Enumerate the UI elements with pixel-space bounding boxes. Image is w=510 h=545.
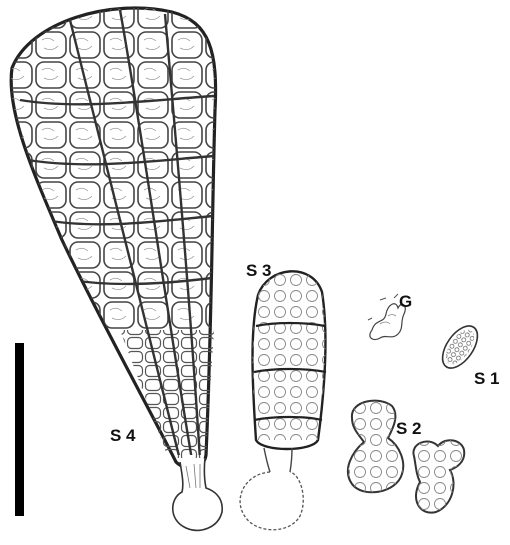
s3-conidium [240, 262, 330, 530]
label-s4: S 4 [110, 427, 136, 444]
label-s2: S 2 [396, 420, 422, 437]
s3-basal-bulb [240, 472, 303, 530]
s4-conidium [0, 0, 230, 530]
s2-cells [348, 401, 464, 513]
label-s3: S 3 [246, 262, 272, 279]
scale-bar [15, 343, 24, 516]
s1-cell [436, 320, 485, 374]
label-s1: S 1 [474, 370, 500, 387]
label-g: G [399, 293, 412, 310]
s4-stalk [173, 458, 222, 530]
s3-cell-texture [250, 262, 330, 452]
